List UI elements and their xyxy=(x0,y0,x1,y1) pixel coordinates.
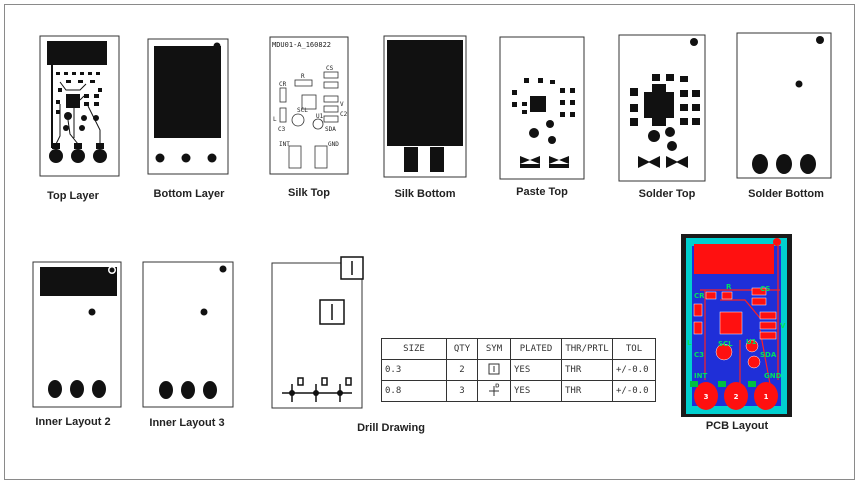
col-tol: TOL xyxy=(612,338,656,360)
col-qty: QTY xyxy=(446,338,478,360)
caption-solder-top: Solder Top xyxy=(639,188,696,200)
row2-sym xyxy=(477,380,511,402)
pcb-label-cs: CS xyxy=(760,285,770,293)
drill-table-header: SIZE QTY SYM PLATED THR/PRTL TOL xyxy=(381,338,656,360)
caption-solder-bottom: Solder Bottom xyxy=(748,188,824,200)
row1-qty: 2 xyxy=(446,359,478,381)
silk-top-panel: MDU01-A_160822 CR R CS L C3 V C2 SCL U1 … xyxy=(269,36,349,175)
silk-label-cr: CR xyxy=(279,81,287,88)
row1-tol: +/-0.0 xyxy=(612,359,656,381)
silk-label-r: R xyxy=(301,73,305,80)
silk-bottom-panel xyxy=(383,35,467,178)
pcb-label-r: R xyxy=(726,283,732,291)
silk-label-scl: SCL xyxy=(297,107,308,114)
row1-thr: THR xyxy=(561,359,613,381)
silk-label-c3: C3 xyxy=(278,126,286,133)
cross-drill-symbol-icon xyxy=(489,383,500,396)
top-layer-panel xyxy=(39,35,120,177)
table-row: 0.8 3 YES THR +/-0.0 xyxy=(381,380,656,402)
paste-top-panel xyxy=(499,36,585,180)
drill-table: SIZE QTY SYM PLATED THR/PRTL TOL 0.3 2 Y… xyxy=(381,338,656,402)
pcb-label-c3: C3 xyxy=(694,351,704,359)
caption-inner-layout-3: Inner Layout 3 xyxy=(149,417,224,429)
silk-label-u1: U1 xyxy=(316,113,324,120)
silk-label-v: V xyxy=(340,101,344,108)
row2-qty: 3 xyxy=(446,380,478,402)
row1-sym xyxy=(477,359,511,381)
figure-frame xyxy=(4,4,855,480)
silk-label-int: INT xyxy=(279,141,290,148)
caption-silk-bottom: Silk Bottom xyxy=(394,188,455,200)
pcb-label-v: V xyxy=(780,322,786,330)
silk-label-gnd: GND xyxy=(328,141,339,148)
drill-drawing-panel xyxy=(271,256,364,409)
col-plated: PLATED xyxy=(510,338,562,360)
pcb-pin-2: 2 xyxy=(734,393,739,401)
caption-silk-top: Silk Top xyxy=(288,187,330,199)
row2-size: 0.8 xyxy=(381,380,447,402)
col-size: SIZE xyxy=(381,338,447,360)
row1-plated: YES xyxy=(510,359,562,381)
pcb-label-gnd: GND xyxy=(764,372,782,380)
row2-plated: YES xyxy=(510,380,562,402)
pcb-pin-1: 1 xyxy=(764,393,769,401)
inner-layout-3-panel xyxy=(142,261,234,408)
col-sym: SYM xyxy=(477,338,511,360)
caption-drill-drawing: Drill Drawing xyxy=(357,422,425,434)
silk-top-board-id: MDU01-A_160822 xyxy=(272,41,331,49)
row1-size: 0.3 xyxy=(381,359,447,381)
caption-paste-top: Paste Top xyxy=(516,186,568,198)
caption-pcb-layout: PCB Layout xyxy=(706,420,769,432)
caption-bottom-layer: Bottom Layer xyxy=(154,188,226,200)
caption-top-layer: Top Layer xyxy=(47,190,99,202)
solder-bottom-panel xyxy=(736,32,832,179)
pcb-pin-3: 3 xyxy=(704,393,709,401)
solder-top-panel xyxy=(618,34,706,182)
square-drill-symbol-icon xyxy=(488,363,500,374)
silk-label-cs: CS xyxy=(326,65,334,72)
pcb-label-l: L xyxy=(687,339,692,347)
row2-tol: +/-0.0 xyxy=(612,380,656,402)
col-thr: THR/PRTL xyxy=(561,338,613,360)
silk-label-l: L xyxy=(273,116,277,123)
silk-label-sda: SDA xyxy=(325,126,336,133)
silk-label-c2: C2 xyxy=(340,111,348,118)
pcb-layout-panel: CR R CS L C3 V SCL U1 SDA INT GND 3 2 1 xyxy=(681,234,792,417)
pcb-label-u1: U1 xyxy=(746,338,757,346)
inner-layout-2-panel xyxy=(32,261,122,408)
caption-inner-layout-2: Inner Layout 2 xyxy=(35,416,110,428)
pcb-label-scl: SCL xyxy=(718,340,733,348)
row2-thr: THR xyxy=(561,380,613,402)
table-row: 0.3 2 YES THR +/-0.0 xyxy=(381,359,656,381)
pcb-label-cr: CR xyxy=(694,292,705,300)
pcb-label-int: INT xyxy=(694,372,707,380)
pcb-label-sda: SDA xyxy=(760,351,777,359)
bottom-layer-panel xyxy=(147,38,229,175)
